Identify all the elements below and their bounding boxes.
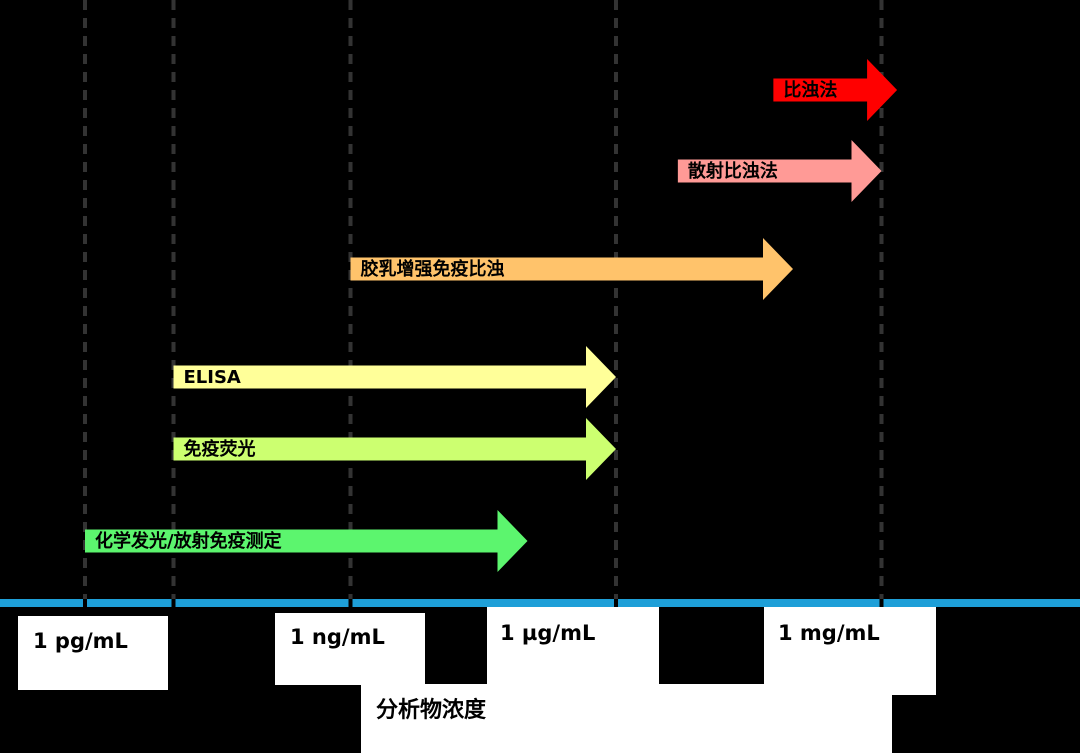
tick-label-ug: 1 µg/mL <box>500 621 596 645</box>
range-arrow-label: ELISA <box>184 367 241 388</box>
range-arrow-label: 免疫荧光 <box>184 438 256 460</box>
range-arrow <box>350 238 793 300</box>
tick-label-pg: 1 pg/mL <box>33 629 128 653</box>
gridlines <box>83 0 884 600</box>
tick-box-mg <box>764 607 936 695</box>
range-arrow-label: 胶乳增强免疫比浊 <box>361 258 505 280</box>
range-arrow-label: 比浊法 <box>783 79 837 101</box>
x-axis-title: 分析物浓度 <box>376 698 487 723</box>
range-arrow <box>677 140 882 202</box>
tick-box-ng <box>275 613 425 685</box>
range-arrow <box>173 346 616 408</box>
tick-box-ug <box>487 607 659 684</box>
range-arrow <box>773 59 898 121</box>
tick-box-pg <box>18 616 168 690</box>
range-arrow <box>85 510 528 572</box>
range-arrow-label: 化学发光/放射免疫测定 <box>95 530 282 552</box>
range-arrow <box>173 418 616 480</box>
x-axis-title-box <box>361 684 892 753</box>
tick-label-ng: 1 ng/mL <box>290 625 385 649</box>
range-arrow-label: 散射比浊法 <box>688 160 778 182</box>
x-axis-line <box>0 599 1080 607</box>
tick-label-mg: 1 mg/mL <box>778 621 880 645</box>
